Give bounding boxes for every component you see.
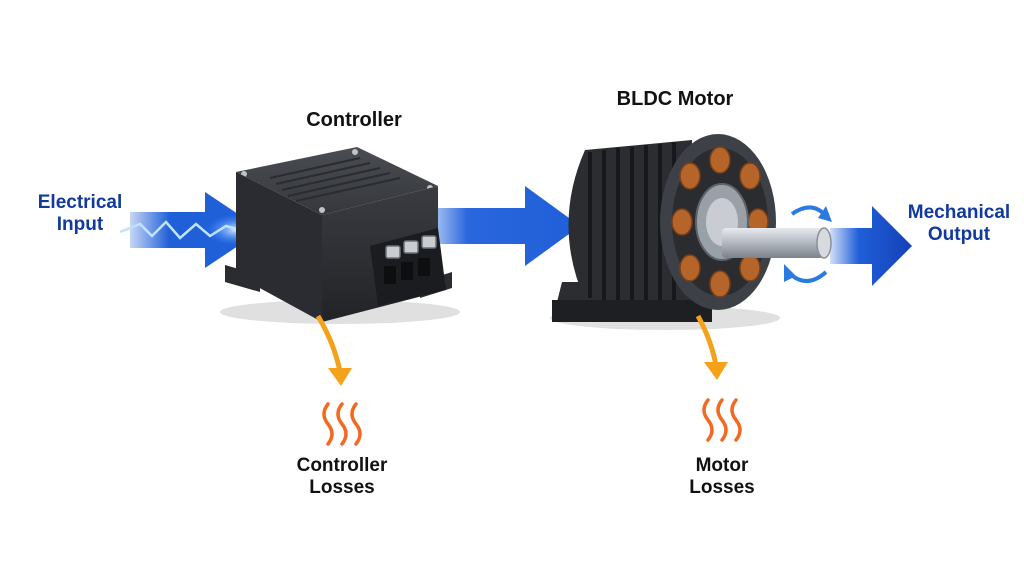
mechanical-output-line-2: Output [927,223,991,245]
mechanical-output-label: Mechanical Output [896,202,1022,246]
controller-heat-icon [322,402,362,446]
stator-windings [671,146,769,298]
motor-loss-arrow [695,314,728,380]
controller-losses-line-1: Controller [296,455,388,476]
controller-loss-arrow [315,314,352,386]
motor-losses-line-1: Motor [695,455,749,476]
motor-losses-label: Motor Losses [662,455,782,499]
mechanical-output-arrow [830,206,912,286]
electric-spark-icon [119,220,249,240]
bldc-motor [550,134,832,330]
electrical-input-label: Electrical Input [20,192,140,236]
motor-losses-line-2: Losses [689,476,755,498]
bldc-motor-title-text: BLDC Motor [616,88,734,110]
power-transfer-arrow [430,186,580,266]
controller-losses-line-2: Losses [309,476,375,498]
motor-shaft [722,228,824,258]
electrical-input-line-1: Electrical [37,192,123,213]
electrical-input-line-2: Input [56,213,104,235]
controller-losses-label: Controller Losses [272,455,412,499]
controller-title: Controller [284,109,424,132]
bldc-motor-title: BLDC Motor [600,88,750,111]
controller-unit [220,147,460,324]
motor-heat-icon [702,398,742,442]
terminal-connectors [385,235,437,259]
controller-title-text: Controller [306,109,402,131]
mechanical-output-line-1: Mechanical [907,202,1011,223]
